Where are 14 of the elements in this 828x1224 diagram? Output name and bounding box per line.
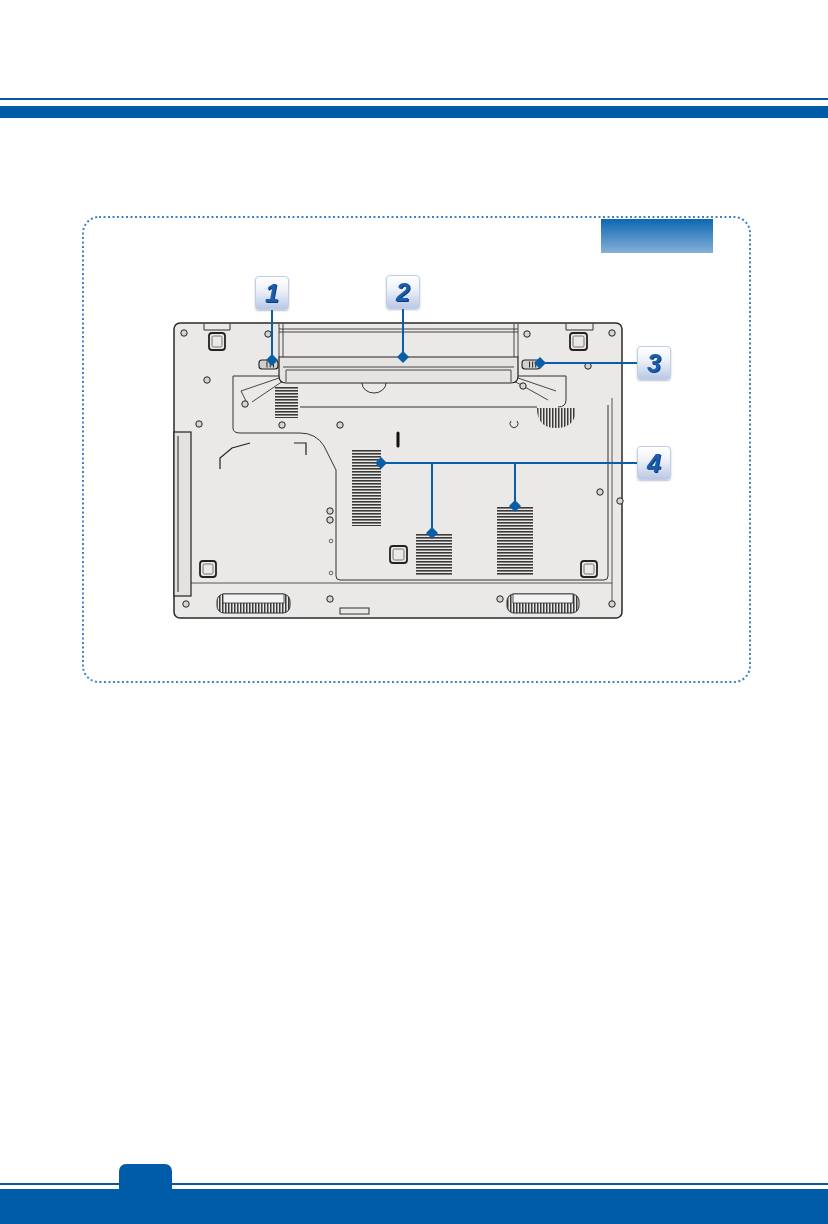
callout-number: 2 bbox=[386, 275, 420, 309]
callout-number: 4 bbox=[637, 446, 671, 480]
battery-pack bbox=[278, 356, 519, 384]
vent-grille bbox=[497, 506, 533, 575]
leader-line bbox=[534, 357, 638, 369]
callout-number: 3 bbox=[637, 346, 671, 380]
callout-number: 1 bbox=[255, 276, 289, 310]
leader-line bbox=[266, 309, 278, 366]
vent-grille bbox=[352, 449, 381, 526]
leader-line bbox=[397, 308, 409, 363]
vent-grille bbox=[416, 533, 452, 575]
leader-line bbox=[426, 462, 438, 539]
battery-latch bbox=[258, 359, 279, 370]
battery-latch bbox=[521, 359, 541, 370]
